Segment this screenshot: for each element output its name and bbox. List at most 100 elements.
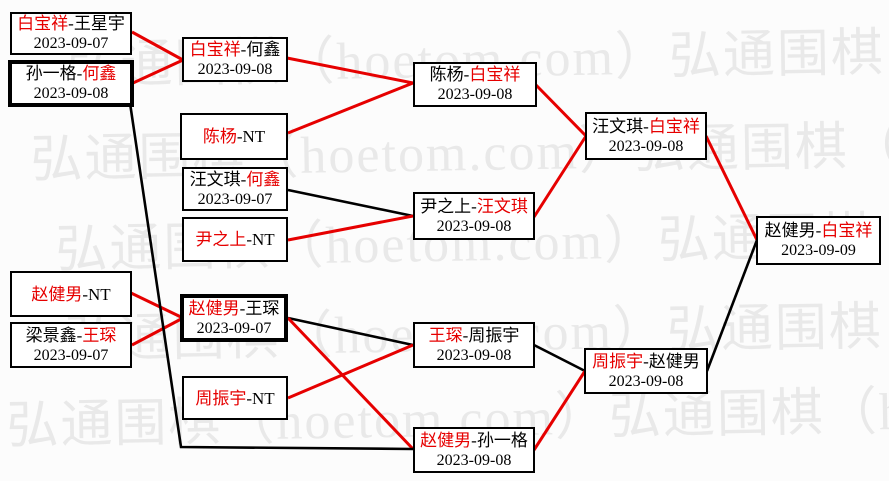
- match-date: 2023-09-07: [33, 346, 109, 364]
- match-players: 尹之上-汪文琪: [420, 196, 528, 217]
- match-players: 陈杨-白宝祥: [430, 64, 521, 85]
- match-players: 赵健男-白宝祥: [765, 220, 873, 241]
- match-date: 2023-09-08: [608, 372, 684, 390]
- loser-path-line: [287, 316, 414, 347]
- player-separator: -: [240, 40, 247, 59]
- loser-path-line: [533, 343, 586, 373]
- winner-player-name: 白宝祥: [648, 116, 700, 136]
- winner-path-line: [704, 135, 759, 241]
- loser-path-line: [287, 188, 414, 218]
- player-separator: -: [246, 388, 252, 408]
- player-name: 周振宇: [468, 325, 520, 345]
- winner-path-line: [287, 343, 414, 400]
- player-name: 赵健男: [764, 221, 816, 240]
- player-name: 汪文琪: [189, 169, 241, 189]
- match-box-b6[interactable]: 陈杨-NT: [180, 113, 288, 160]
- winner-player-name: 周振宇: [195, 388, 247, 408]
- winner-path-line: [130, 291, 184, 320]
- match-players: 周振宇-赵健男: [592, 351, 700, 372]
- winner-player-name: 赵健男: [420, 430, 472, 450]
- winner-path-line: [287, 81, 414, 135]
- match-date: 2023-09-07: [197, 190, 273, 208]
- match-box-b10[interactable]: 周振宇-NT: [182, 376, 288, 420]
- player-name: 何鑫: [246, 40, 281, 59]
- winner-player-name: 白宝祥: [821, 221, 873, 240]
- match-players: 汪文琪-何鑫: [190, 169, 281, 190]
- player-name: 王星宇: [73, 14, 125, 33]
- winner-path-line: [131, 30, 184, 62]
- winner-path-line: [287, 214, 414, 242]
- match-date: 2023-09-08: [608, 137, 684, 155]
- player-separator: -: [76, 325, 83, 345]
- player-name: 孙一格: [25, 64, 77, 83]
- winner-player-name: 白宝祥: [17, 14, 69, 33]
- match-date: 2023-09-08: [197, 61, 273, 78]
- match-date: 2023-09-08: [33, 85, 109, 102]
- player-separator: -: [462, 325, 469, 345]
- winner-path-line: [534, 83, 588, 138]
- loser-path-line: [128, 102, 414, 451]
- match-date: 2023-09-07: [33, 35, 109, 52]
- winner-player-name: 周振宇: [592, 351, 644, 371]
- winner-player-name: 汪文琪: [476, 196, 528, 216]
- match-date: 2023-09-07: [196, 319, 272, 337]
- winner-player-name: 赵健男: [188, 298, 240, 318]
- player-name: 梁景鑫: [25, 325, 77, 345]
- player-separator: -: [643, 116, 649, 136]
- winner-path-line: [286, 56, 414, 85]
- match-date: 2023-09-08: [436, 346, 512, 364]
- match-players: 赵健男-王琛: [189, 298, 280, 319]
- player-name: NT: [252, 230, 275, 249]
- winner-player-name: 何鑫: [246, 169, 281, 189]
- player-name: 赵健男: [648, 351, 700, 371]
- player-name: NT: [242, 127, 266, 146]
- player-separator: -: [815, 221, 822, 240]
- winner-player-name: 白宝祥: [189, 40, 241, 59]
- player-name: NT: [88, 284, 111, 304]
- match-players: 陈杨-NT: [203, 126, 265, 147]
- match-players: 王琛-周振宇: [429, 325, 520, 346]
- winner-path-line: [132, 58, 184, 85]
- match-players: 白宝祥-何鑫: [190, 39, 281, 60]
- player-separator: -: [246, 230, 252, 249]
- player-name: 孙一格: [476, 430, 528, 450]
- match-players: 梁景鑫-王琛: [26, 325, 117, 346]
- winner-player-name: 王琛: [428, 325, 463, 345]
- player-name: 尹之上: [420, 196, 472, 216]
- player-separator: -: [68, 14, 74, 33]
- winner-player-name: 赵健男: [31, 284, 83, 304]
- match-box-b3[interactable]: 赵健男-NT: [10, 271, 132, 317]
- player-separator: -: [463, 65, 470, 84]
- player-separator: -: [471, 196, 477, 216]
- winner-path-line: [532, 370, 587, 451]
- loser-path-line: [705, 239, 759, 372]
- player-separator: -: [239, 298, 246, 318]
- player-name: NT: [252, 388, 275, 408]
- match-box-b8[interactable]: 尹之上-NT: [182, 217, 288, 262]
- winner-path-line: [532, 135, 588, 218]
- match-date: 2023-09-09: [781, 242, 856, 259]
- match-players: 赵健男-孙一格: [420, 430, 528, 451]
- player-separator: -: [82, 284, 88, 304]
- match-players: 白宝祥-王星宇: [17, 13, 125, 34]
- player-separator: -: [76, 64, 83, 83]
- match-players: 孙一格-何鑫: [26, 63, 117, 84]
- match-date: 2023-09-08: [436, 451, 512, 469]
- player-separator: -: [643, 351, 649, 371]
